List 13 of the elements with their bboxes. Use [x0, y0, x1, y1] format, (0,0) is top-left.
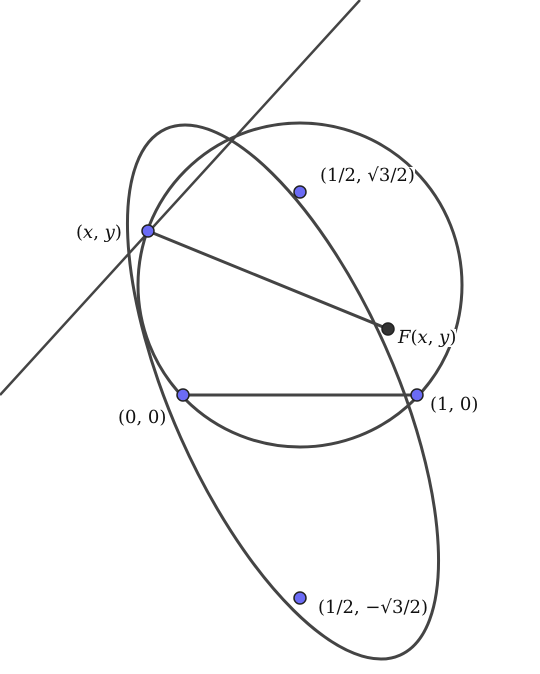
line-segment [152, 232, 384, 328]
point-label: (1/2, √3/2) [320, 167, 415, 185]
point-dot [141, 224, 155, 238]
point-label: (1/2, −√3/2) [318, 599, 428, 617]
point-label: F(x, y) [398, 329, 456, 347]
point-label: (1, 0) [430, 396, 478, 414]
point-dot [410, 388, 424, 402]
point-dot [293, 185, 307, 199]
point-dot [293, 591, 307, 605]
point-dot [381, 322, 395, 336]
point-dot [176, 388, 190, 402]
point-label: (x, y) [76, 224, 122, 242]
point-label: (0, 0) [118, 409, 166, 427]
